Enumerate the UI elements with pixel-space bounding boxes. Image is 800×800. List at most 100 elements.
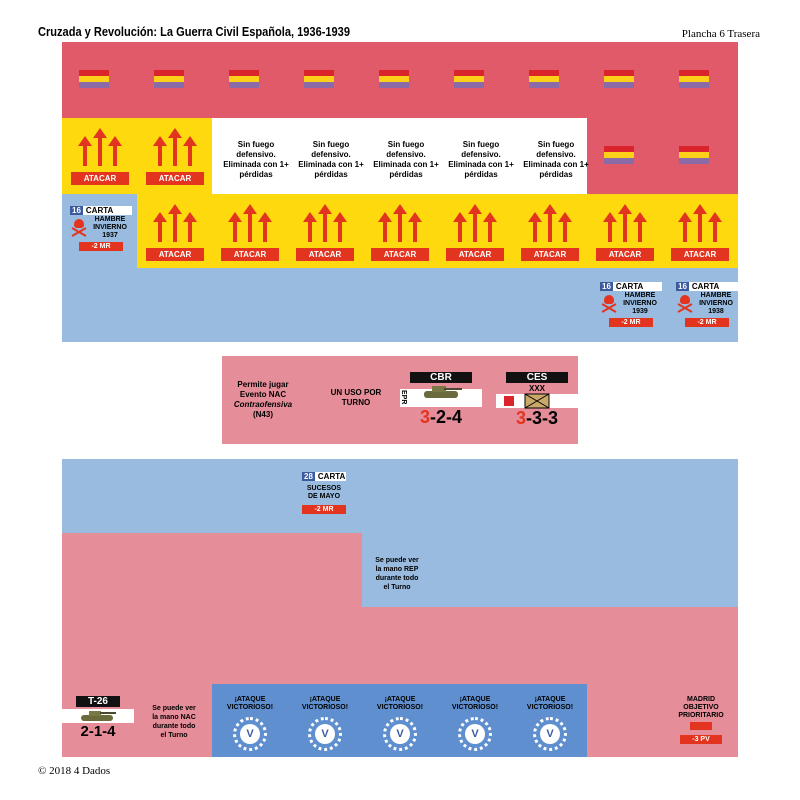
cbr-side: EPR — [400, 390, 407, 405]
pink-zone-left — [62, 533, 362, 607]
no-fire-text: Sin fuego defensivo. Eliminada con 1+ pé… — [448, 140, 514, 179]
card-label: CARTA — [314, 472, 346, 481]
skull-icon — [70, 219, 88, 237]
attack-label: ATACAR — [671, 248, 729, 261]
victory-mark: V — [465, 724, 485, 744]
republic-flag-icon — [679, 146, 709, 164]
card-text: HAMBRE INVIERNO 1937 — [93, 216, 127, 239]
attack-counter: ATACAR — [221, 204, 279, 261]
victory-marker: ¡ATAQUE VICTORIOSO! V — [521, 696, 579, 751]
republic-flag-icon — [379, 70, 409, 88]
attack-label: ATACAR — [146, 248, 204, 261]
attack-label: ATACAR — [521, 248, 579, 261]
laurel-wreath-icon: V — [233, 717, 267, 751]
rep-hand-text: Se puede ver la mano REP durante todo el… — [375, 557, 419, 591]
n43-line: (N43) — [252, 410, 273, 419]
cbr-value-rest: -2-4 — [430, 407, 463, 427]
tank-icon — [81, 711, 116, 721]
victory-text: ¡ATAQUE VICTORIOSO! — [376, 696, 424, 711]
card-number: 16 — [70, 206, 83, 215]
soviet-flag-icon — [504, 396, 514, 406]
blue-zone — [62, 459, 738, 533]
ces-value-first: 3 — [515, 408, 526, 428]
ces-value-rest: -3-3 — [526, 408, 559, 428]
page-title: Cruzada y Revolución: La Guerra Civil Es… — [38, 24, 350, 39]
victory-marker: ¡ATAQUE VICTORIOSO! V — [296, 696, 354, 751]
card-number: 16 — [676, 282, 689, 291]
victory-mark: V — [240, 724, 260, 744]
permite-line: Permite jugar Evento NAC — [237, 380, 289, 399]
no-fire-row — [212, 118, 587, 194]
card-penalty: -2 MR — [79, 242, 123, 251]
contraofensiva-line: Contraofensiva — [233, 400, 293, 409]
victory-marker: ¡ATAQUE VICTORIOSO! V — [371, 696, 429, 751]
victory-marker: ¡ATAQUE VICTORIOSO! V — [446, 696, 504, 751]
no-fire-text: Sin fuego defensivo. Eliminada con 1+ pé… — [373, 140, 439, 179]
victory-mark: V — [390, 724, 410, 744]
card-penalty: -2 MR — [685, 318, 729, 327]
republic-flag-icon — [679, 70, 709, 88]
laurel-wreath-icon: V — [308, 717, 342, 751]
ces-size: XXX — [528, 384, 545, 393]
card-label: CARTA — [612, 282, 662, 291]
attack-label: ATACAR — [371, 248, 429, 261]
laurel-wreath-icon: V — [533, 717, 567, 751]
tank-icon — [424, 386, 462, 398]
attack-counter: ATACAR — [146, 128, 204, 185]
attack-counter: ATACAR — [446, 204, 504, 261]
victory-text: ¡ATAQUE VICTORIOSO! — [301, 696, 349, 711]
skull-icon — [676, 295, 694, 313]
attack-counter: ATACAR — [521, 204, 579, 261]
cbr-counter: CBR EPR 3-2-4 — [400, 372, 482, 428]
card-penalty: -2 MR — [609, 318, 653, 327]
attack-label: ATACAR — [146, 172, 204, 185]
t26-counter: T-26 2-1-4 — [62, 696, 134, 740]
winter-row — [62, 268, 738, 342]
permite-text: Permite jugar Evento NAC Contraofensiva … — [232, 380, 294, 420]
no-fire-text: Sin fuego defensivo. Eliminada con 1+ pé… — [298, 140, 364, 179]
t26-name: T-26 — [76, 696, 120, 707]
madrid-penalty: -3 PV — [680, 735, 722, 744]
plate-label: Plancha 6 Trasera — [681, 28, 760, 40]
cbr-values: 3-2-4 — [400, 407, 482, 428]
card-text: SUCESOS DE MAYO — [306, 485, 342, 500]
copyright: © 2018 4 Dados — [38, 765, 111, 777]
cbr-name: CBR — [410, 372, 472, 383]
nac-hand-text: Se puede ver la mano NAC durante todo el… — [152, 705, 196, 739]
madrid-icon — [690, 722, 712, 730]
card-text: HAMBRE INVIERNO 1939 — [623, 292, 657, 315]
attack-label: ATACAR — [296, 248, 354, 261]
attack-counter: ATACAR — [296, 204, 354, 261]
card-label: CARTA — [82, 206, 132, 215]
victory-text: ¡ATAQUE VICTORIOSO! — [226, 696, 274, 711]
cbr-value-first: 3 — [419, 407, 430, 427]
republic-flag-icon — [79, 70, 109, 88]
republic-flag-icon — [154, 70, 184, 88]
laurel-wreath-icon: V — [458, 717, 492, 751]
card-number: 28 — [302, 472, 315, 481]
republic-flag-icon — [229, 70, 259, 88]
attack-label: ATACAR — [221, 248, 279, 261]
card-penalty: -2 MR — [302, 505, 346, 514]
no-fire-text: Sin fuego defensivo. Eliminada con 1+ pé… — [223, 140, 289, 179]
ces-counter: CES XXX 3-3-3 — [496, 372, 578, 429]
ces-values: 3-3-3 — [496, 408, 578, 429]
republic-flag-icon — [529, 70, 559, 88]
victory-text: ¡ATAQUE VICTORIOSO! — [526, 696, 574, 711]
victory-text: ¡ATAQUE VICTORIOSO! — [451, 696, 499, 711]
attack-label: ATACAR — [596, 248, 654, 261]
victory-marker: ¡ATAQUE VICTORIOSO! V — [221, 696, 279, 751]
ces-name: CES — [506, 372, 568, 383]
attack-counter: ATACAR — [71, 128, 129, 185]
attack-counter: ATACAR — [146, 204, 204, 261]
republic-flag-icon — [604, 70, 634, 88]
republic-flag-icon — [604, 146, 634, 164]
blue-zone-right — [362, 533, 738, 607]
t26-value: 2-1-4 — [80, 723, 116, 740]
republic-flag-icon — [454, 70, 484, 88]
infantry-armor-icon — [524, 393, 550, 409]
card-label: CARTA — [688, 282, 738, 291]
